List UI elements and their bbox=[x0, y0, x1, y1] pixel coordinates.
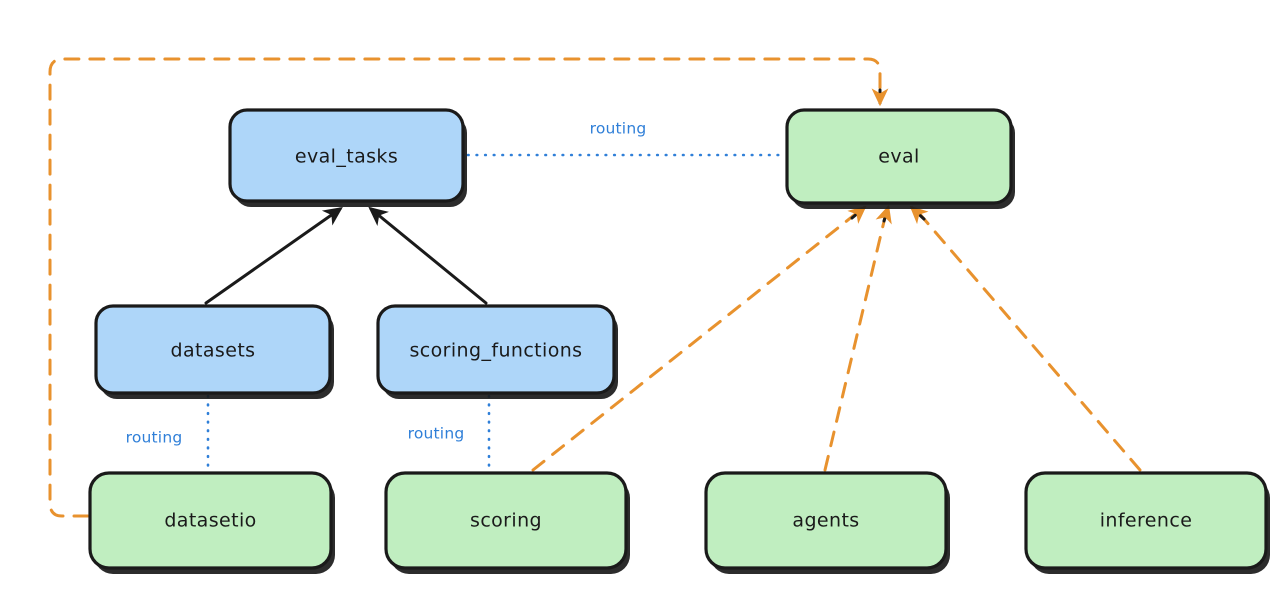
node-datasetio[interactable]: datasetio bbox=[88, 471, 335, 574]
node-datasets[interactable]: datasets bbox=[94, 304, 334, 399]
node-eval-tasks[interactable]: eval_tasks bbox=[228, 108, 467, 207]
edge-inference-to-eval-head bbox=[909, 205, 929, 225]
edge-scoring-to-eval-head bbox=[847, 205, 867, 224]
node-agents[interactable]: agents bbox=[704, 471, 950, 574]
edge-datasets-to-eval-tasks bbox=[204, 206, 343, 305]
edge-layer-inheritance bbox=[204, 206, 488, 305]
node-datasetio-body[interactable] bbox=[88, 471, 333, 570]
edge-datasetio-to-eval bbox=[48, 57, 882, 518]
node-datasets-body[interactable] bbox=[94, 304, 332, 395]
node-datasets-label: datasets bbox=[171, 340, 256, 362]
edge-layer-routing bbox=[206, 153, 786, 472]
edge-label-routing-datasets-datasetio: routing bbox=[126, 429, 183, 447]
node-scoring-functions-label: scoring_functions bbox=[410, 340, 583, 362]
edge-layer-dependency bbox=[48, 57, 1142, 518]
edge-label-layer: routing routing routing bbox=[126, 120, 647, 447]
edge-scoring-to-eval bbox=[531, 210, 860, 472]
node-scoring-label: scoring bbox=[470, 510, 542, 532]
edge-label-routing-scoring-functions-scoring: routing bbox=[408, 425, 465, 443]
edge-label-routing-eval-tasks-eval: routing bbox=[590, 120, 647, 138]
node-eval-tasks-label: eval_tasks bbox=[295, 146, 398, 168]
node-inference[interactable]: inference bbox=[1024, 471, 1270, 574]
node-agents-label: agents bbox=[792, 510, 859, 532]
node-inference-label: inference bbox=[1100, 510, 1193, 532]
node-datasetio-label: datasetio bbox=[164, 510, 256, 532]
node-inference-body[interactable] bbox=[1024, 471, 1268, 570]
node-eval-label: eval bbox=[878, 146, 919, 168]
edge-inference-to-eval bbox=[916, 210, 1142, 472]
node-eval[interactable]: eval bbox=[785, 108, 1015, 209]
edge-agents-to-eval-head bbox=[875, 204, 892, 225]
node-scoring-functions[interactable]: scoring_functions bbox=[376, 304, 618, 399]
node-eval-tasks-body[interactable] bbox=[228, 108, 465, 203]
node-scoring[interactable]: scoring bbox=[384, 471, 630, 574]
edge-scoring-functions-to-eval-tasks bbox=[368, 206, 488, 305]
node-scoring-functions-body[interactable] bbox=[376, 304, 616, 395]
edge-agents-to-eval bbox=[823, 211, 888, 472]
node-agents-body[interactable] bbox=[704, 471, 948, 570]
node-scoring-body[interactable] bbox=[384, 471, 628, 570]
node-eval-body[interactable] bbox=[785, 108, 1013, 205]
